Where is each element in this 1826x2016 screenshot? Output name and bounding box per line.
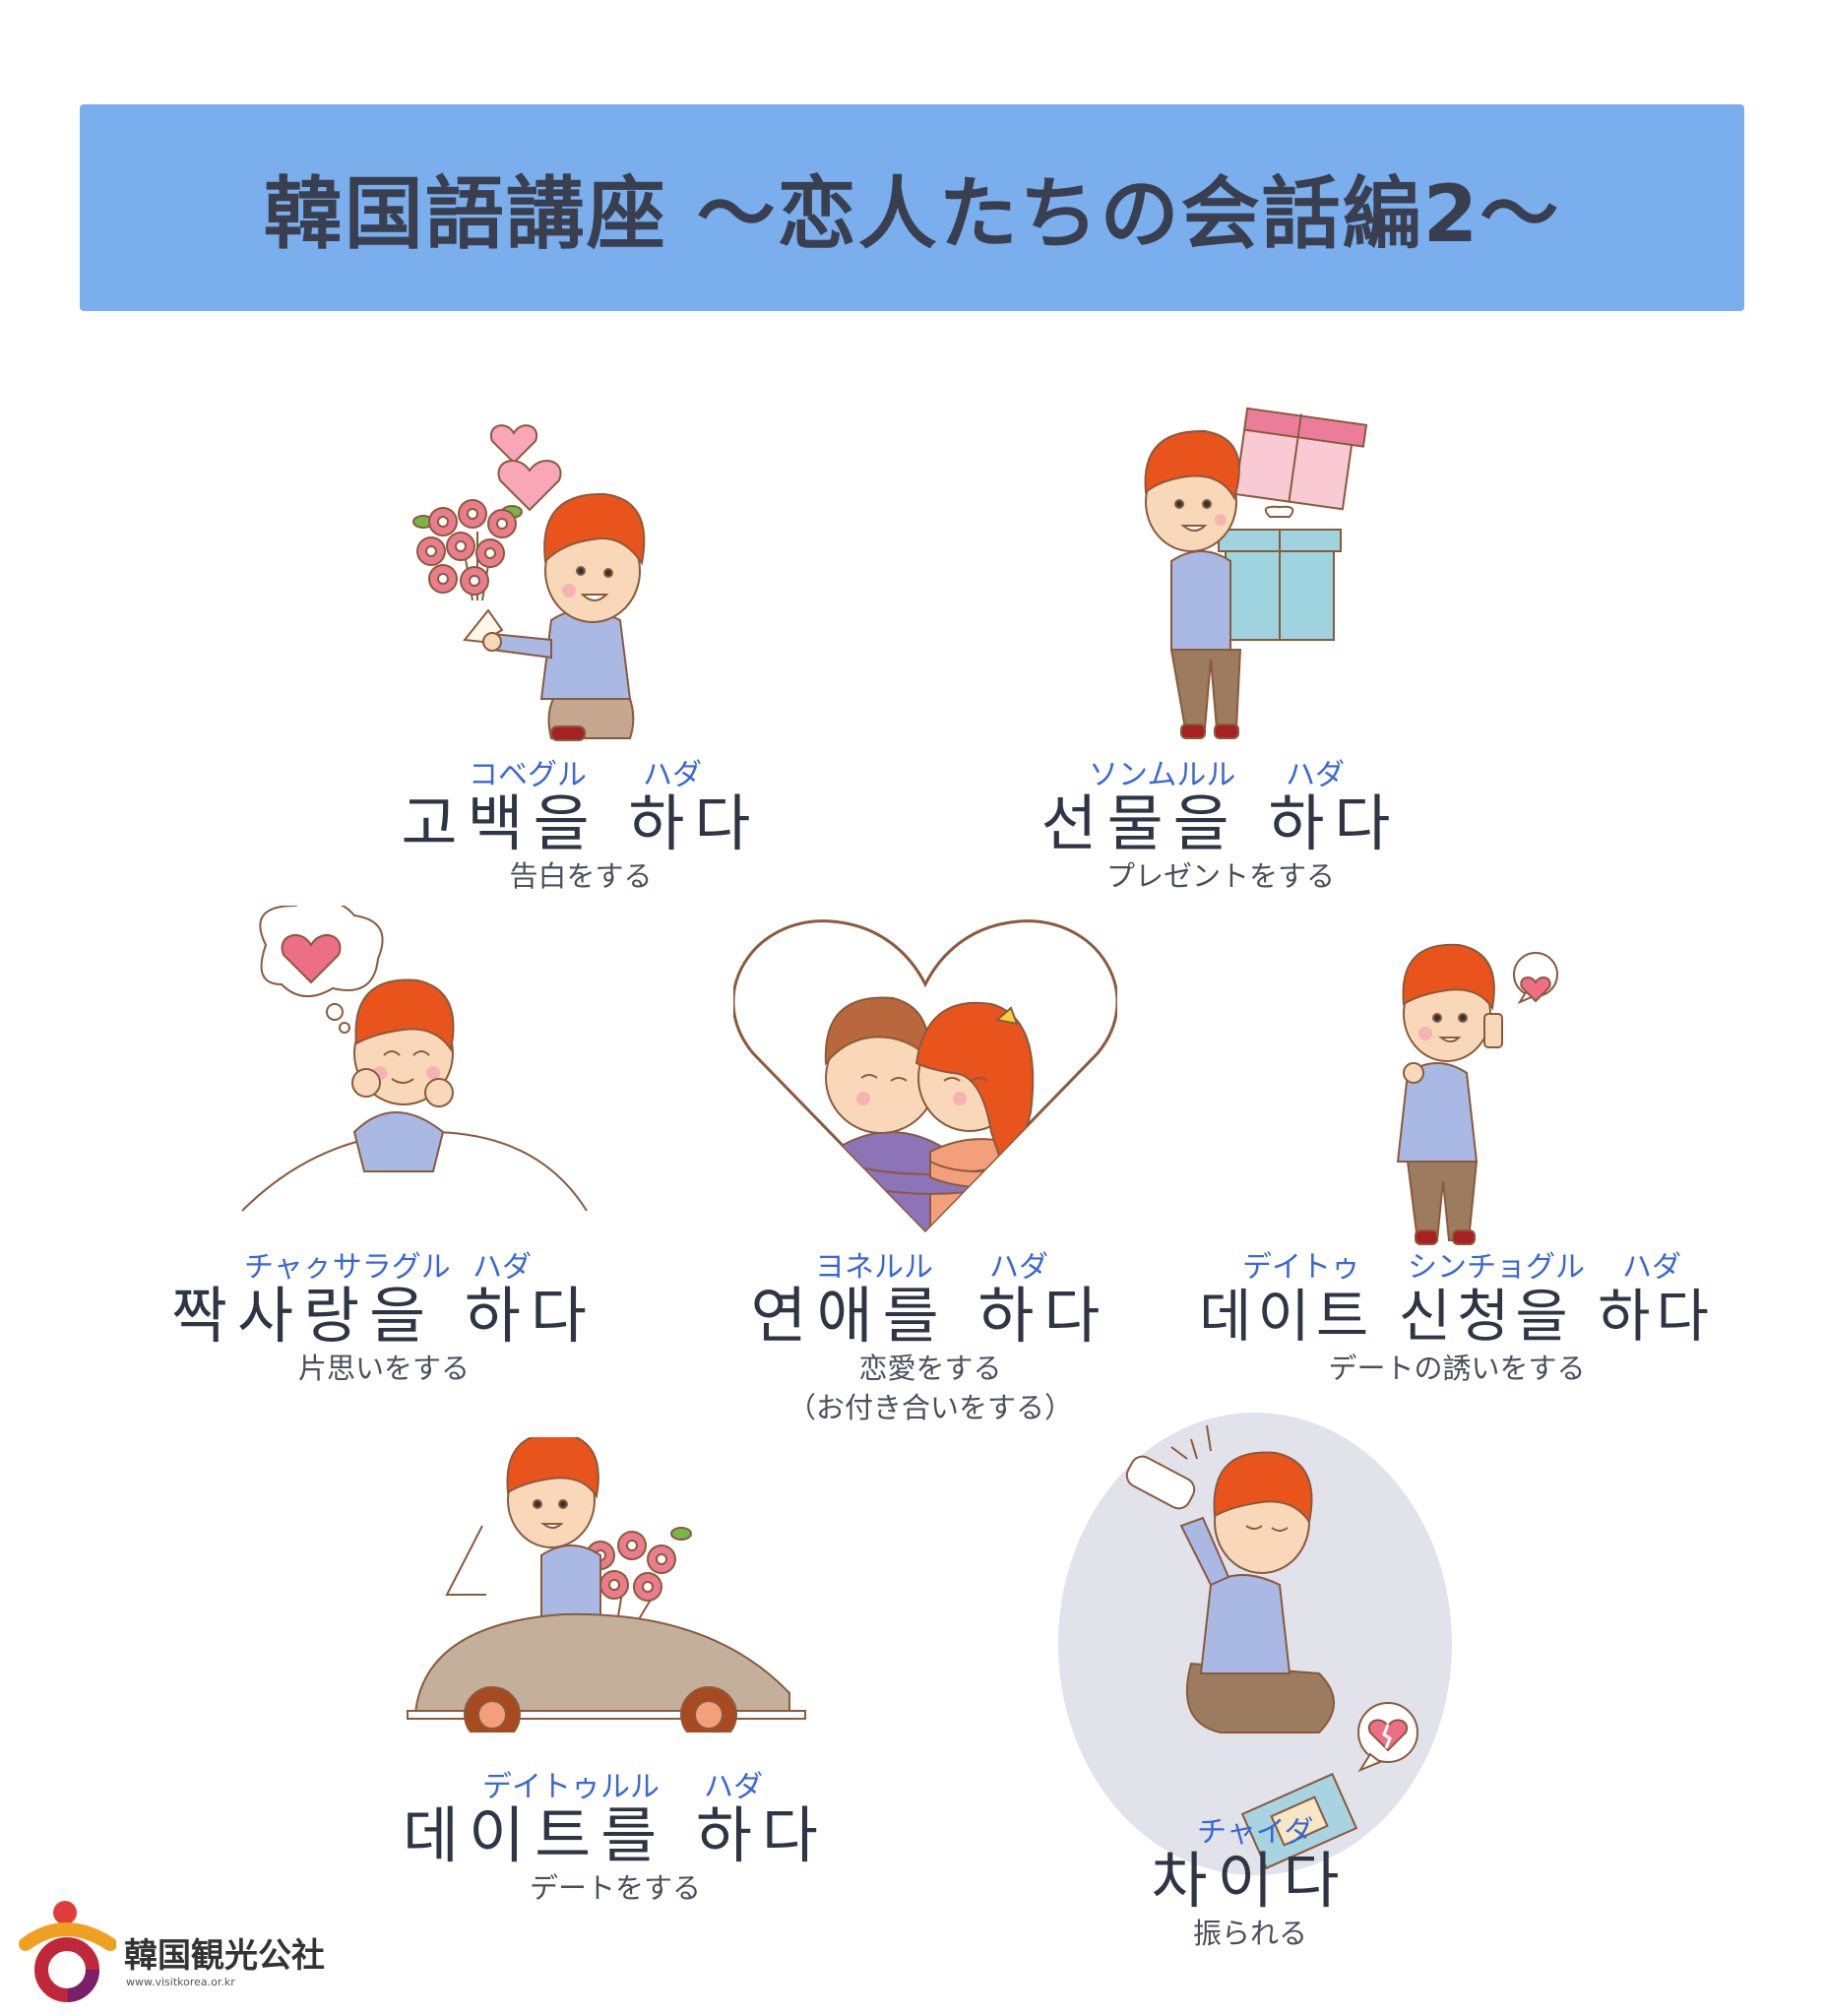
reading-row: コベグル ハダ (285, 750, 876, 792)
reading-text: ヨネルル (815, 1250, 933, 1285)
japanese-meaning: 告白をする (509, 859, 653, 893)
crush-illustration (241, 906, 588, 1212)
reading-text: シンチョグル (1408, 1250, 1585, 1285)
kto-logo: 韓国観光公社 www.visitkorea.or.kr (18, 1895, 352, 2003)
reading-row: デイトゥ シンチョグル ハダ (1191, 1242, 1723, 1285)
korean-phrase: 고백을 하다 (401, 788, 761, 859)
japanese-meaning: 恋愛をする (858, 1352, 1002, 1385)
gift-illustration (1144, 407, 1368, 739)
confession-illustration (412, 424, 646, 741)
reading-text: チャイダ (1197, 1815, 1314, 1850)
phrase-card-dumped: チャイダ 차이다 振られる (984, 1807, 1516, 1953)
reading-text: チャㇰサラグル (244, 1250, 451, 1285)
japanese-meaning-note: （お付き合いをする） (787, 1391, 1073, 1424)
korean-phrase: 선물을 하다 (1040, 788, 1401, 859)
dumped-illustration (1058, 1413, 1452, 1875)
reading-row: ソンムルル ハダ (925, 750, 1516, 792)
title-banner: 韓国語講座 ～恋人たちの会話編2～ (80, 104, 1744, 311)
phrase-card-gift: ソンムルル ハダ 선물을 하다 プレゼントをする (925, 750, 1516, 896)
phrase-card-date-request: デイトゥ シンチョグル ハダ 데이트 신청을 하다 デートの誘いをする (1191, 1242, 1723, 1388)
kto-emblem-icon (19, 1901, 116, 2002)
japanese-meaning: デートの誘いをする (1328, 1352, 1586, 1385)
reading-text: ハダ (704, 1770, 763, 1804)
phrase-card-confession: コベグル ハダ 고백을 하다 告白をする (285, 750, 876, 896)
japanese-meaning: 片思いをする (297, 1352, 470, 1385)
phrase-card-love: ヨネルル ハダ 연애를 하다 恋愛をする （お付き合いをする） (635, 1242, 1226, 1427)
reading-text: ハダ (643, 758, 702, 792)
kto-name: 韓国観光公社 (124, 1936, 325, 1976)
reading-text: ハダ (472, 1250, 532, 1285)
reading-text: ハダ (1286, 758, 1345, 792)
phrase-card-crush: チャㇰサラグル ハダ 짝사랑을 하다 片思いをする (89, 1242, 679, 1388)
reading-text: ハダ (1622, 1250, 1681, 1285)
reading-row: チャイダ (984, 1807, 1516, 1850)
reading-row: ヨネルル ハダ (635, 1242, 1226, 1285)
japanese-meaning: デートをする (529, 1871, 701, 1905)
korean-phrase: 짝사랑을 하다 (171, 1280, 597, 1352)
reading-text: ソンムルル (1089, 758, 1236, 792)
korean-phrase: 차이다 (1151, 1845, 1350, 1917)
reading-row: デイトゥルル ハダ (320, 1762, 911, 1804)
love-illustration (733, 919, 1117, 1233)
kto-url: www.visitkorea.or.kr (126, 1976, 235, 1988)
page-title: 韓国語講座 ～恋人たちの会話編2～ (263, 168, 1561, 260)
japanese-meaning: プレゼントをする (1105, 859, 1335, 893)
korean-phrase: 데이트를 하다 (403, 1799, 828, 1871)
korean-phrase: 연애를 하다 (750, 1280, 1110, 1352)
reading-text: ハダ (989, 1250, 1048, 1285)
reading-text: デイトゥルル (482, 1770, 660, 1804)
reading-row: チャㇰサラグル ハダ (89, 1242, 679, 1285)
japanese-meaning: 振られる (1192, 1917, 1307, 1950)
date-illustration (407, 1437, 806, 1732)
phrase-card-date: デイトゥルル ハダ 데이트를 하다 デートをする (320, 1762, 911, 1908)
korean-phrase: 데이트 신청을 하다 (1199, 1283, 1715, 1350)
date-request-illustration (1396, 943, 1558, 1245)
reading-text: デイトゥ (1242, 1250, 1360, 1285)
reading-text: コベグル (469, 758, 587, 792)
